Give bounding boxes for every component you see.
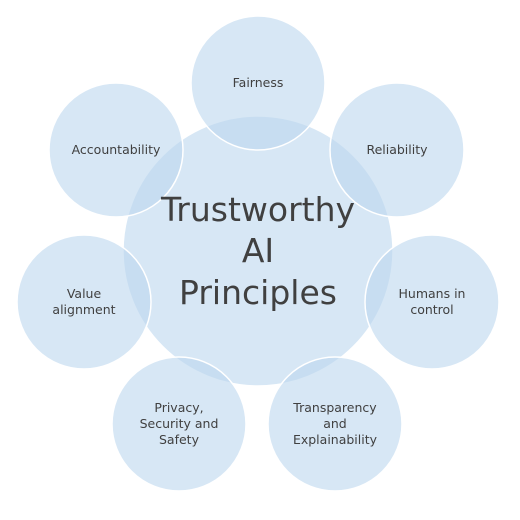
transparency-circle: [267, 356, 403, 492]
value-alignment-circle: [16, 234, 152, 370]
fairness-label: Fairness: [232, 74, 284, 90]
humans-in-control-circle: [364, 234, 500, 370]
reliability-label: Reliability: [366, 141, 428, 157]
fairness-circle: [190, 15, 326, 151]
center-label: Trustworthy AI Principles: [160, 190, 356, 312]
privacy-circle: [111, 356, 247, 492]
value-alignment-label: Value alignment: [52, 285, 116, 317]
reliability-circle: [329, 82, 465, 218]
transparency-label: Transparency and Explainability: [292, 399, 378, 448]
accountability-circle: [48, 82, 184, 218]
humans-in-control-label: Humans in control: [398, 285, 466, 317]
privacy-label: Privacy, Security and Safety: [139, 399, 219, 448]
accountability-label: Accountability: [71, 141, 161, 157]
